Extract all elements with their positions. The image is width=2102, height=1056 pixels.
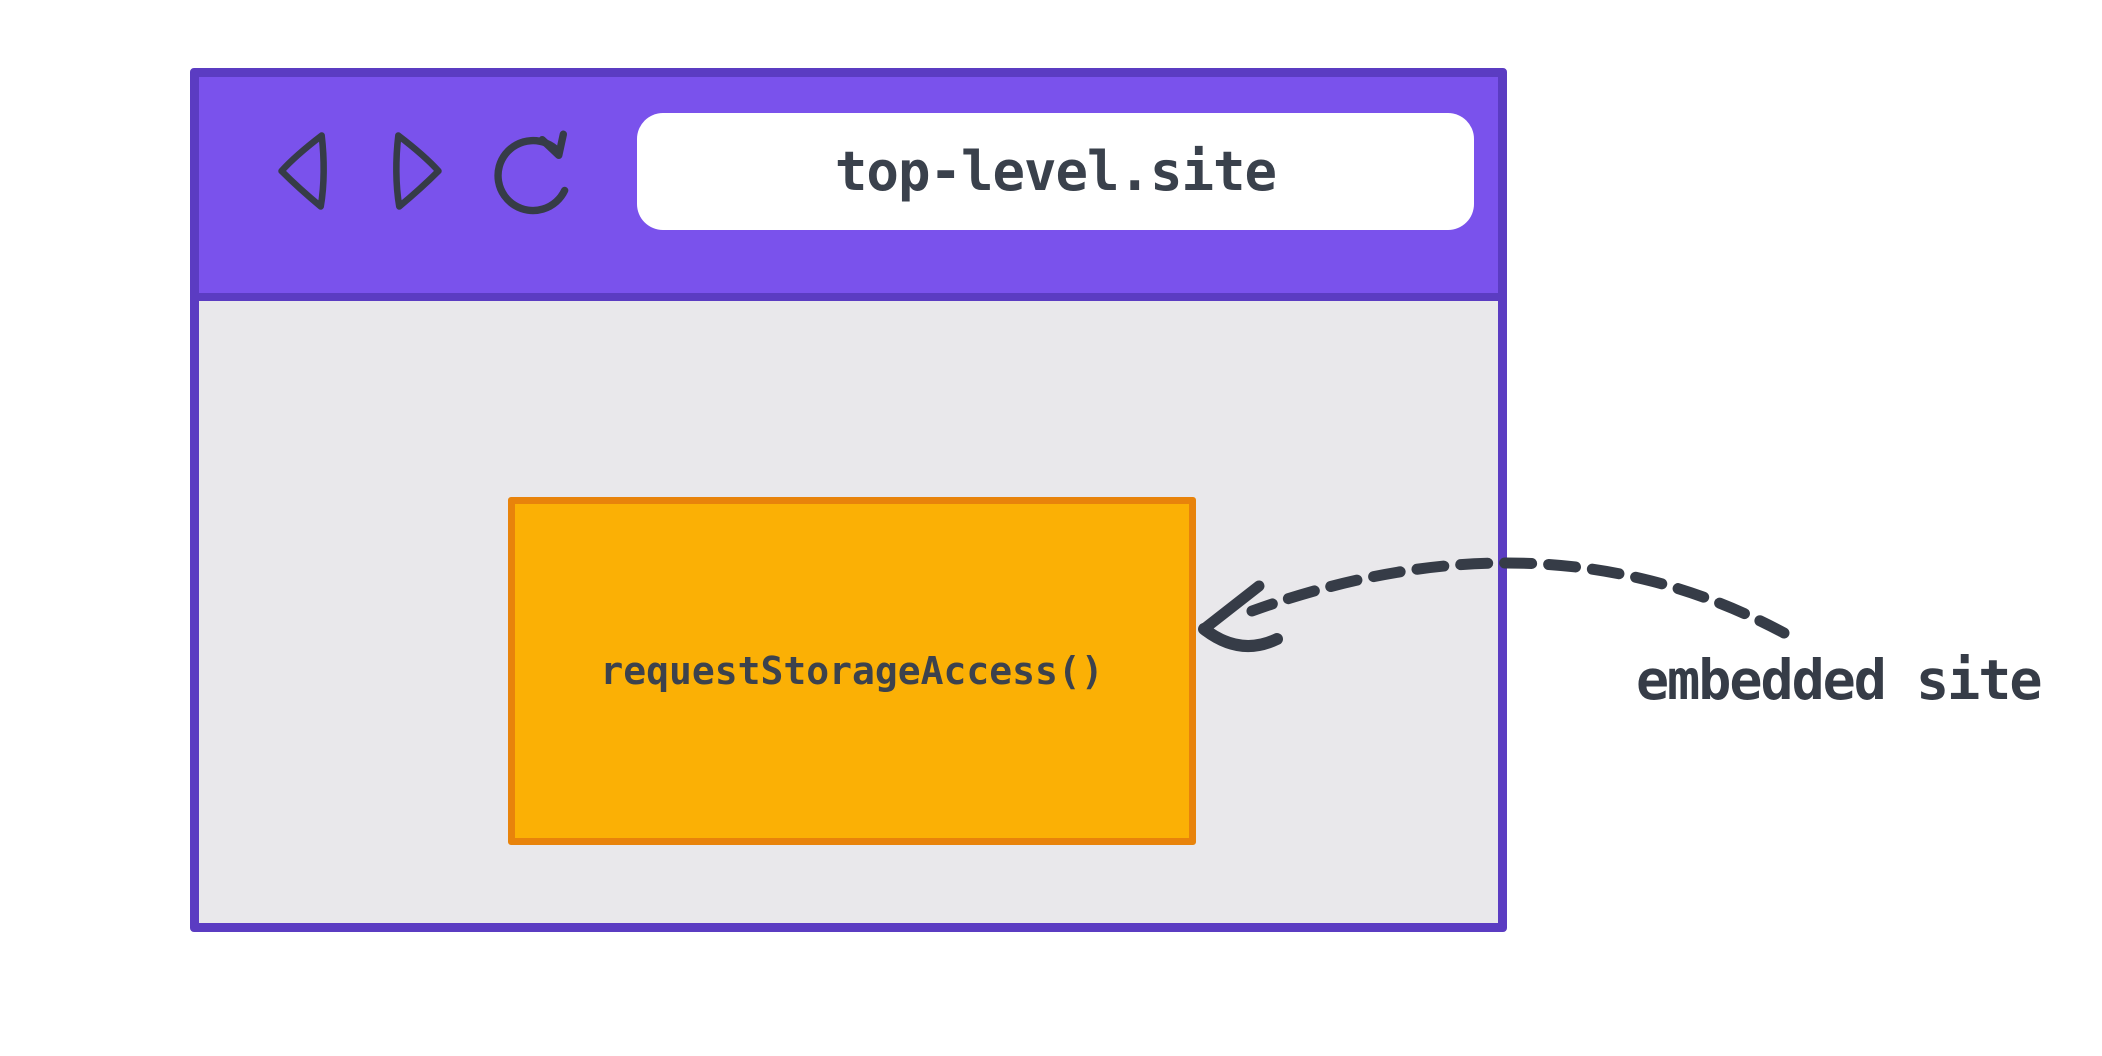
- back-icon[interactable]: [275, 129, 331, 213]
- embedded-site-label: embedded site: [1636, 648, 2042, 712]
- address-bar[interactable]: top-level.site: [637, 112, 1474, 230]
- address-url: top-level.site: [834, 139, 1277, 203]
- embedded-iframe[interactable]: requestStorageAccess(): [508, 497, 1196, 845]
- iframe-api-call-label: requestStorageAccess(): [600, 649, 1104, 693]
- refresh-icon[interactable]: [487, 125, 579, 217]
- browser-window: top-level.site requestStorageAccess(): [190, 68, 1507, 932]
- forward-icon[interactable]: [389, 129, 445, 213]
- browser-viewport: requestStorageAccess(): [199, 301, 1498, 915]
- browser-toolbar: top-level.site: [199, 77, 1498, 301]
